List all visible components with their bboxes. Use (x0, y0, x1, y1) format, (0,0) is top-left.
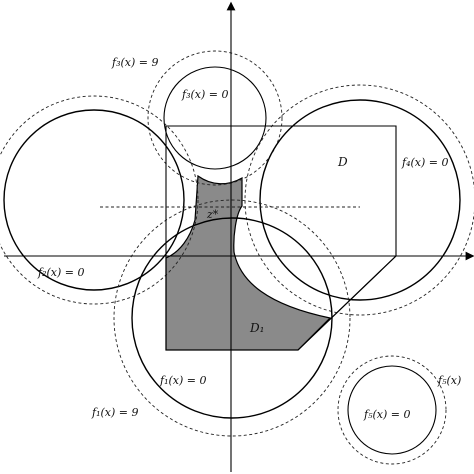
circle-f2-inner (3, 109, 185, 291)
circle-f3-inner (163, 66, 267, 170)
region-d1-shading (165, 174, 332, 351)
circle-f4-outer (244, 84, 474, 316)
label-f2-inner: f₂(x) = 0 (37, 266, 84, 279)
label-f1-outer: f₁(x) = 9 (91, 406, 138, 419)
label-f5-outer: f₅(x) (437, 374, 461, 387)
label-f1-inner: f₁(x) = 0 (159, 374, 206, 387)
label-f3-outer: f₃(x) = 9 (111, 56, 158, 69)
label-point-z: z* (206, 208, 219, 221)
label-f4-inner: f₄(x) = 0 (401, 156, 448, 169)
region-d-boundary (165, 125, 397, 351)
label-region-d: D (337, 155, 348, 169)
circle-f4-inner (259, 99, 461, 301)
label-region-d1: D₁ (249, 321, 264, 335)
circle-f3-outer (147, 50, 283, 186)
label-f3-inner: f₃(x) = 0 (181, 88, 228, 101)
circle-f1-outer (113, 199, 351, 437)
label-f5-inner: f₅(x) = 0 (363, 408, 410, 421)
circle-f5-inner (347, 365, 437, 455)
circle-f5-outer (337, 355, 447, 465)
circle-f2-outer (0, 95, 199, 305)
region-d-diagonal (297, 255, 397, 351)
